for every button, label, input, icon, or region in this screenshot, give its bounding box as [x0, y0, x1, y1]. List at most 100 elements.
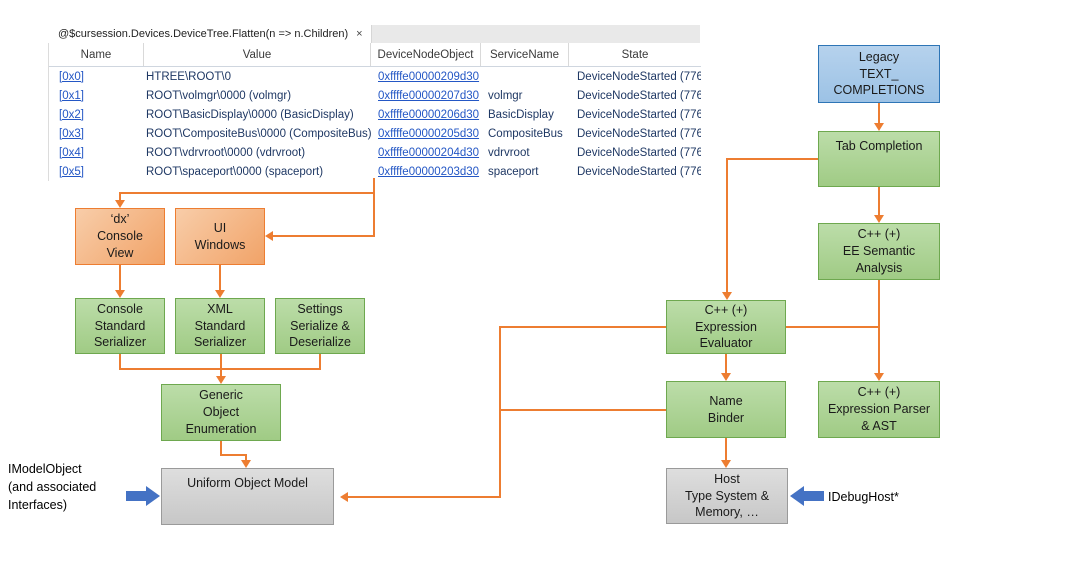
- row-state: DeviceNodeStarted (776): [577, 108, 701, 121]
- tab-title: @$cursession.Devices.DeviceTree.Flatten(…: [58, 28, 349, 40]
- connector-uom-trunk: [499, 326, 501, 498]
- column-header-name[interactable]: Name: [49, 43, 144, 66]
- row-name-link[interactable]: [0x5]: [59, 165, 84, 178]
- arrowhead-icon: [722, 292, 732, 300]
- table-row: [0x5] ROOT\spaceport\0000 (spaceport) 0x…: [49, 162, 701, 181]
- connector-generic-to-uom: [245, 454, 247, 461]
- row-object-link[interactable]: 0xffffe00000205d30: [378, 127, 480, 140]
- node-uniform-object-model: Uniform Object Model: [161, 468, 334, 525]
- row-service: CompositeBus: [488, 127, 563, 140]
- row-service: volmgr: [488, 89, 523, 102]
- connector-evaluator-binder: [725, 354, 727, 374]
- row-name-link[interactable]: [0x3]: [59, 127, 84, 140]
- node-host-type-system: Host Type System & Memory, …: [666, 468, 788, 524]
- connector-tabcompletion-evaluator: [727, 158, 818, 160]
- row-state: DeviceNodeStarted (776): [577, 165, 701, 178]
- table-header: Name Value DeviceNodeObject ServiceName …: [49, 43, 701, 67]
- connector-tabcompletion-evaluator: [726, 158, 728, 293]
- row-name-link[interactable]: [0x4]: [59, 146, 84, 159]
- row-service: vdrvroot: [488, 146, 530, 159]
- table-row: [0x0] HTREE\ROOT\0 0xffffe00000209d30 De…: [49, 67, 701, 86]
- row-state: DeviceNodeStarted (776): [577, 146, 701, 159]
- arrowhead-icon: [215, 290, 225, 298]
- node-xml-standard-serializer: XML Standard Serializer: [175, 298, 265, 354]
- row-value: HTREE\ROOT\0: [146, 70, 231, 83]
- close-icon[interactable]: ×: [356, 28, 363, 40]
- row-value: ROOT\CompositeBus\0000 (CompositeBus): [146, 127, 371, 140]
- row-service: BasicDisplay: [488, 108, 554, 121]
- connector-binder-uom: [500, 409, 666, 411]
- block-arrow-right-icon: [126, 486, 160, 506]
- column-header-value[interactable]: Value: [144, 43, 371, 66]
- node-settings-serialize-deserialize: Settings Serialize & Deserialize: [275, 298, 365, 354]
- arrowhead-icon: [216, 376, 226, 384]
- label-imodelobject: IModelObject (and associated Interfaces): [8, 462, 97, 512]
- arrowhead-icon: [874, 373, 884, 381]
- node-tab-completion: Tab Completion: [818, 131, 940, 187]
- arrowhead-icon: [115, 290, 125, 298]
- row-state: DeviceNodeStarted (776): [577, 70, 701, 83]
- row-service: spaceport: [488, 165, 539, 178]
- arrowhead-icon: [874, 215, 884, 223]
- connector-binder-host: [725, 438, 727, 461]
- connector-dx-serializer: [119, 265, 121, 291]
- row-object-link[interactable]: 0xffffe00000209d30: [378, 70, 480, 83]
- connector-semantic-parser: [878, 280, 880, 374]
- node-console-standard-serializer: Console Standard Serializer: [75, 298, 165, 354]
- row-name-link[interactable]: [0x0]: [59, 70, 84, 83]
- row-value: ROOT\vdrvroot\0000 (vdrvroot): [146, 146, 306, 159]
- connector-serializer-merge: [319, 354, 321, 370]
- connector-legacy-tabcompletion: [878, 103, 880, 124]
- column-header-devicenodeobject[interactable]: DeviceNodeObject: [371, 43, 481, 66]
- table-row: [0x2] ROOT\BasicDisplay\0000 (BasicDispl…: [49, 105, 701, 124]
- node-ui-windows: UI Windows: [175, 208, 265, 265]
- row-value: ROOT\BasicDisplay\0000 (BasicDisplay): [146, 108, 354, 121]
- connector-serializer-merge: [119, 354, 121, 370]
- connector-ui-serializer: [219, 265, 221, 291]
- arrowhead-icon: [874, 123, 884, 131]
- connector-generic-to-uom: [220, 441, 222, 456]
- row-object-link[interactable]: 0xffffe00000204d30: [378, 146, 480, 159]
- block-arrow-left-icon: [790, 486, 824, 506]
- table-row: [0x3] ROOT\CompositeBus\0000 (CompositeB…: [49, 124, 701, 143]
- node-expression-parser-ast: C++ (+) Expression Parser & AST: [818, 381, 940, 438]
- arrowhead-icon: [721, 373, 731, 381]
- node-name-binder: Name Binder: [666, 381, 786, 438]
- arrowhead-icon: [241, 460, 251, 468]
- connector-to-generic-enum: [220, 354, 222, 377]
- column-header-servicename[interactable]: ServiceName: [481, 43, 569, 66]
- table-row: [0x1] ROOT\volmgr\0000 (volmgr) 0xffffe0…: [49, 86, 701, 105]
- connector-to-dx: [119, 192, 121, 201]
- row-value: ROOT\volmgr\0000 (volmgr): [146, 89, 292, 102]
- node-generic-object-enumeration: Generic Object Enumeration: [161, 384, 281, 441]
- row-name-link[interactable]: [0x2]: [59, 108, 84, 121]
- device-tree-table: Name Value DeviceNodeObject ServiceName …: [48, 43, 701, 181]
- connector-uom-trunk: [348, 496, 500, 498]
- connector-evaluator-parser: [786, 326, 879, 328]
- connector-to-dx: [119, 192, 375, 194]
- connector-table-branch: [373, 178, 375, 237]
- arrowhead-icon: [340, 492, 348, 502]
- label-idebughost: IDebugHost*: [828, 490, 899, 504]
- row-state: DeviceNodeStarted (776): [577, 127, 701, 140]
- node-legacy-completions: Legacy TEXT_ COMPLETIONS: [818, 45, 940, 103]
- arrowhead-icon: [265, 231, 273, 241]
- row-state: DeviceNodeStarted (776): [577, 89, 701, 102]
- row-value: ROOT\spaceport\0000 (spaceport): [146, 165, 324, 178]
- connector-evaluator-uom: [500, 326, 666, 328]
- row-object-link[interactable]: 0xffffe00000206d30: [378, 108, 480, 121]
- node-expression-evaluator: C++ (+) Expression Evaluator: [666, 300, 786, 354]
- table-row: [0x4] ROOT\vdrvroot\0000 (vdrvroot) 0xff…: [49, 143, 701, 162]
- row-name-link[interactable]: [0x1]: [59, 89, 84, 102]
- tab-device-tree[interactable]: @$cursession.Devices.DeviceTree.Flatten(…: [48, 25, 372, 43]
- node-dx-console-view: ‘dx’ Console View: [75, 208, 165, 265]
- connector-to-uiwindows: [273, 235, 375, 237]
- tab-strip: @$cursession.Devices.DeviceTree.Flatten(…: [48, 25, 700, 44]
- row-object-link[interactable]: 0xffffe00000207d30: [378, 89, 480, 102]
- row-object-link[interactable]: 0xffffe00000203d30: [378, 165, 480, 178]
- arrowhead-icon: [721, 460, 731, 468]
- connector-tabcompletion-semantic: [878, 187, 880, 216]
- column-header-state[interactable]: State: [621, 48, 649, 61]
- arrowhead-icon: [115, 200, 125, 208]
